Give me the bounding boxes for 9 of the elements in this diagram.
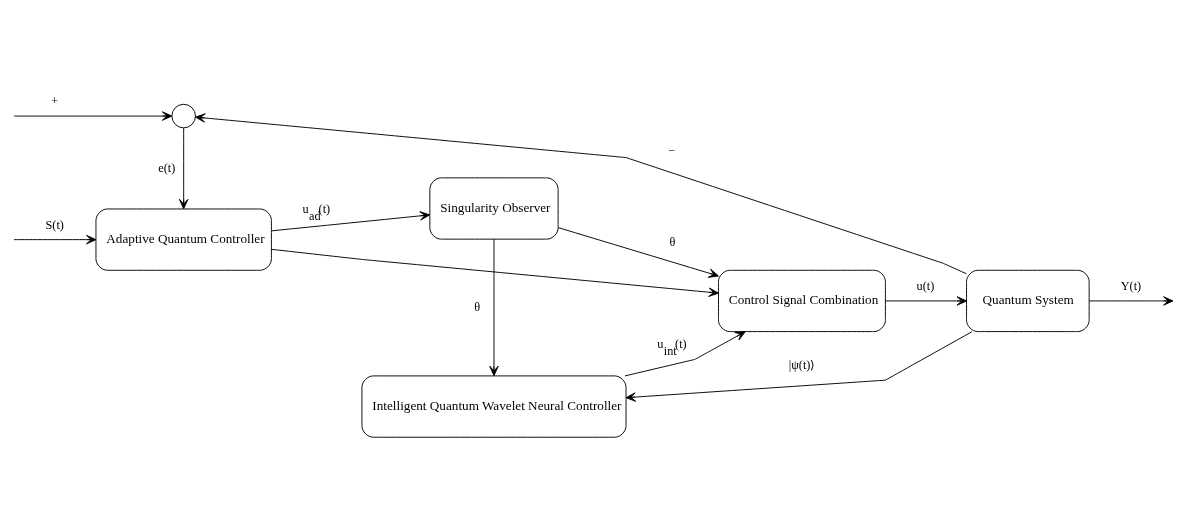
- edge-label: u(t): [916, 278, 935, 293]
- edge-label: +: [51, 93, 59, 108]
- edge-label: |ψ(t)⟩: [788, 357, 816, 372]
- edge-label: S(t): [45, 217, 64, 232]
- edge-label: θ: [474, 299, 481, 314]
- edge-label: −: [668, 143, 676, 158]
- edge-label: θ: [669, 234, 676, 249]
- edge-label: e(t): [158, 160, 176, 175]
- edge-label: Y(t): [1120, 278, 1142, 293]
